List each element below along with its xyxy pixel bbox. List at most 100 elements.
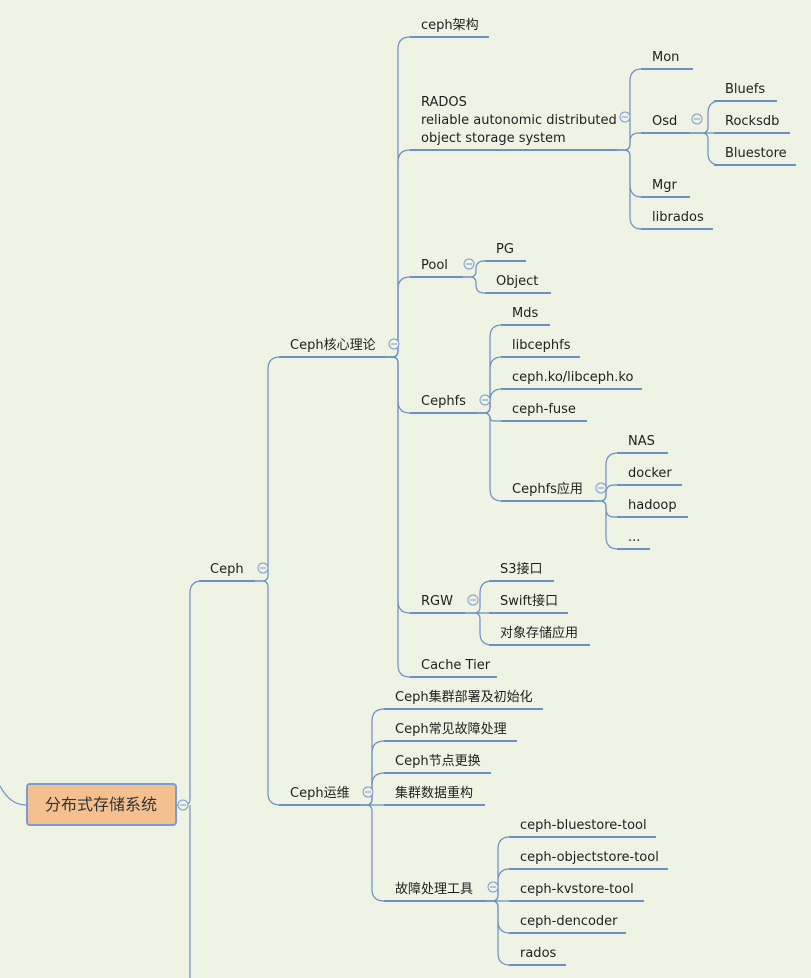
node-label-cephfsapp: Cephfs应用: [512, 481, 583, 497]
collapse-toggle-core[interactable]: [388, 338, 400, 350]
collapse-toggle-osd[interactable]: [691, 113, 703, 125]
node-label-swift: Swift接口: [500, 593, 558, 609]
node-hadoop[interactable]: hadoop: [617, 498, 688, 518]
node-label-bluestore: Bluestore: [725, 146, 787, 161]
node-dencoder[interactable]: ceph-dencoder: [509, 914, 626, 934]
node-pool[interactable]: Pool: [410, 258, 463, 278]
connector-radostool: [486, 900, 511, 966]
node-swift[interactable]: Swift接口: [489, 593, 568, 614]
connector-cephko: [477, 388, 503, 414]
node-rados[interactable]: RADOS reliable autonomic distributed objec…: [410, 95, 617, 151]
collapse-toggle-cephfs[interactable]: [479, 394, 491, 406]
collapse-toggle-pool[interactable]: [463, 258, 475, 270]
node-mds[interactable]: Mds: [501, 306, 550, 326]
collapse-toggle-ops[interactable]: [362, 786, 374, 798]
node-label-mds: Mds: [512, 306, 538, 321]
node-rebuild[interactable]: 集群数据重构: [384, 785, 485, 806]
node-object[interactable]: Object: [485, 274, 551, 294]
node-label-cephfuse: ceph-fuse: [512, 402, 576, 417]
connector-cachetier: [386, 356, 411, 678]
node-label-line: RADOS: [421, 95, 467, 110]
node-libcephfs[interactable]: libcephfs: [501, 338, 580, 358]
node-label-pg: PG: [496, 242, 514, 257]
node-core[interactable]: Ceph核心理论: [279, 338, 386, 358]
node-rgw[interactable]: RGW: [410, 594, 465, 614]
node-bluestoretool[interactable]: ceph-bluestore-tool: [509, 818, 656, 838]
collapse-toggle-layer: [177, 111, 703, 893]
node-label-mgr: Mgr: [652, 178, 677, 193]
node-pg[interactable]: PG: [485, 242, 526, 262]
node-ellipsis[interactable]: ...: [617, 530, 650, 550]
node-nas[interactable]: NAS: [617, 434, 668, 454]
node-deploy[interactable]: Ceph集群部署及初始化: [384, 689, 543, 710]
node-label-cephko: ceph.ko/libceph.ko: [512, 370, 633, 385]
node-label-core: Ceph核心理论: [290, 338, 376, 353]
node-label-fault: Ceph常见故障处理: [395, 722, 507, 737]
connector-objapp: [465, 612, 493, 646]
collapse-toggle-rgw[interactable]: [467, 594, 479, 606]
node-label-rgw: RGW: [421, 594, 453, 609]
node-mon[interactable]: Mon: [641, 50, 693, 70]
node-label-ellipsis: ...: [628, 530, 640, 545]
node-cachetier[interactable]: Cache Tier: [410, 658, 497, 678]
node-label-tools: 故障处理工具: [395, 882, 473, 897]
node-objapp[interactable]: 对象存储应用: [489, 625, 590, 646]
collapse-toggle-rados[interactable]: [619, 111, 631, 123]
node-label-objectstoretool: ceph-objectstore-tool: [520, 850, 659, 865]
collapse-toggle-ceph[interactable]: [257, 562, 269, 574]
node-librados[interactable]: librados: [641, 210, 713, 230]
node-radostool[interactable]: rados: [509, 946, 566, 966]
collapse-toggle-tools[interactable]: [487, 881, 499, 893]
node-label-nas: NAS: [628, 434, 655, 449]
node-mgr[interactable]: Mgr: [641, 178, 690, 198]
node-label-rados: RADOS reliable autonomic distributed objec…: [421, 95, 617, 146]
node-label-deploy: Ceph集群部署及初始化: [395, 689, 533, 705]
node-ceph[interactable]: Ceph: [199, 562, 255, 582]
node-cephfs[interactable]: Cephfs: [410, 394, 477, 414]
node-layer: 分布式存储系统 Ceph Ceph核心理论 ceph架构 RADOS reliable a…: [26, 18, 796, 966]
node-nodereplace[interactable]: Ceph节点更换: [384, 754, 491, 774]
node-label-pool: Pool: [421, 258, 448, 273]
node-root[interactable]: 分布式存储系统: [26, 783, 177, 826]
root-node-label: 分布式存储系统: [45, 795, 157, 814]
node-objectstoretool[interactable]: ceph-objectstore-tool: [509, 850, 668, 870]
connector-layer: [0, 36, 721, 978]
node-osd[interactable]: Osd: [641, 114, 690, 134]
node-s3[interactable]: S3接口: [489, 561, 554, 582]
node-bluestore[interactable]: Bluestore: [714, 146, 796, 166]
node-label-ops: Ceph运维: [290, 786, 350, 801]
connector-osd: [617, 132, 641, 151]
node-rocksdb[interactable]: Rocksdb: [714, 114, 790, 134]
node-docker[interactable]: docker: [617, 466, 682, 486]
node-cephfsapp[interactable]: Cephfs应用: [501, 481, 594, 502]
connector-pg: [463, 260, 485, 278]
node-label-docker: docker: [628, 466, 672, 481]
node-label-cachetier: Cache Tier: [421, 658, 491, 673]
node-arch[interactable]: ceph架构: [410, 18, 489, 38]
node-cephko[interactable]: ceph.ko/libceph.ko: [501, 370, 642, 390]
node-fault[interactable]: Ceph常见故障处理: [384, 722, 517, 742]
collapse-toggle-root[interactable]: [177, 799, 189, 811]
node-label-line: reliable autonomic distributed: [421, 113, 617, 128]
connector-cephfsapp: [477, 412, 503, 502]
root-node-box[interactable]: [26, 783, 177, 826]
node-label-rocksdb: Rocksdb: [725, 114, 779, 129]
node-label-kvstoretool: ceph-kvstore-tool: [520, 882, 634, 897]
node-label-line: object storage system: [421, 131, 566, 146]
node-label-rebuild: 集群数据重构: [395, 785, 473, 801]
connector-mon: [617, 68, 643, 151]
node-label-ceph: Ceph: [210, 562, 244, 577]
connector-tools: [360, 804, 385, 902]
node-label-arch: ceph架构: [421, 18, 479, 33]
node-bluefs[interactable]: Bluefs: [714, 82, 777, 102]
node-label-mon: Mon: [652, 50, 679, 65]
node-tools[interactable]: 故障处理工具: [384, 882, 486, 902]
connector-ellipsis: [594, 500, 619, 550]
connector-core: [255, 356, 281, 582]
connector-ceph: [176, 580, 203, 806]
node-cephfuse[interactable]: ceph-fuse: [501, 402, 587, 422]
node-ops[interactable]: Ceph运维: [279, 786, 360, 806]
node-kvstoretool[interactable]: ceph-kvstore-tool: [509, 882, 644, 902]
collapse-toggle-cephfsapp[interactable]: [595, 482, 607, 494]
